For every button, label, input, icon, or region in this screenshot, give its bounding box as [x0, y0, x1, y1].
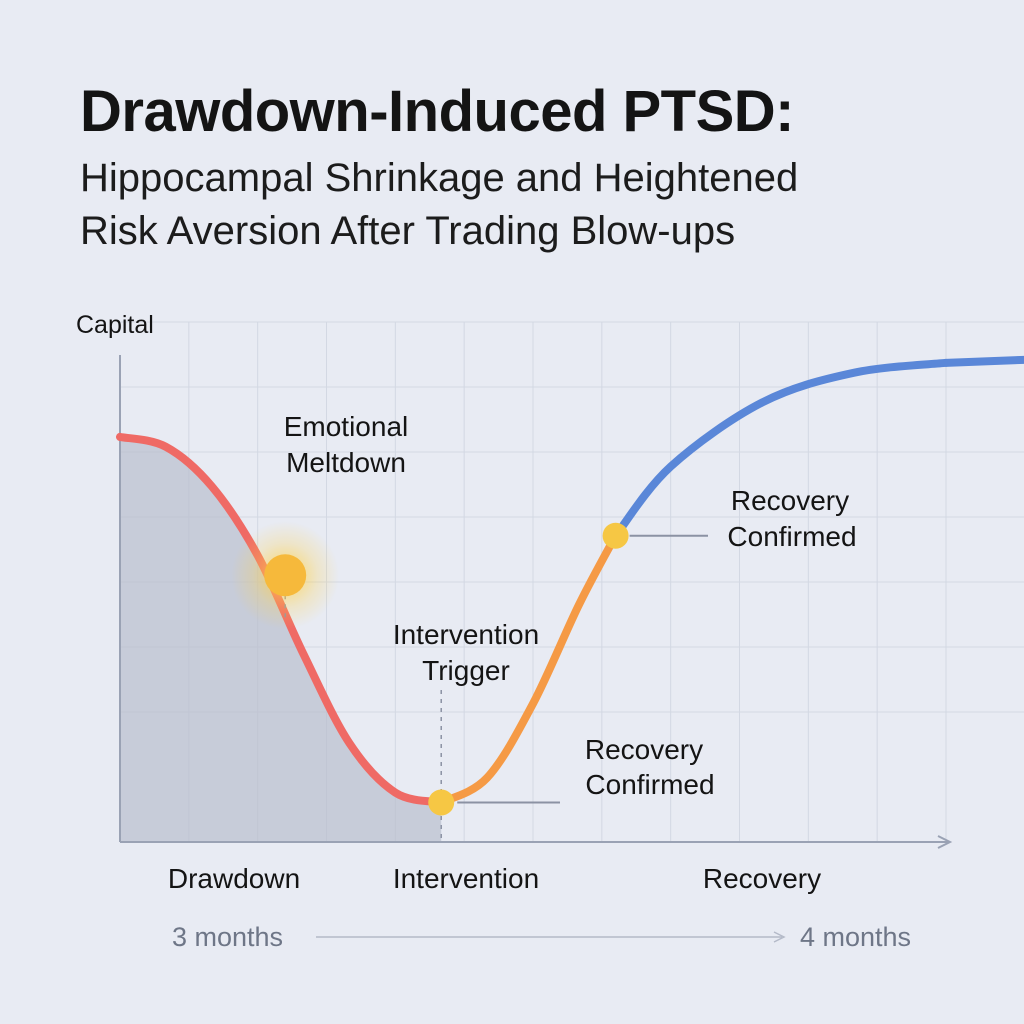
marker-dot-1	[428, 789, 455, 816]
phase-label-intervention: Intervention	[393, 863, 539, 894]
subtitle-line-2: Risk Aversion After Trading Blow-ups	[80, 209, 736, 253]
drawdown-shaded-area	[120, 436, 442, 842]
marker-label-intervention-1: Intervention	[393, 619, 539, 650]
series-line-2	[611, 358, 950, 540]
chart-title: Drawdown-Induced PTSD:	[80, 79, 795, 144]
marker-label-recovery-2: Confirmed	[727, 521, 856, 552]
annotation-recovery-2: Confirmed	[585, 769, 714, 800]
x-axis-arrowhead	[937, 835, 953, 849]
phase-label-drawdown: Drawdown	[168, 863, 300, 894]
marker-label-intervention-2: Trigger	[422, 655, 510, 686]
marker-dot-0	[264, 554, 307, 597]
duration-arrowhead	[773, 931, 786, 943]
marker-label-meltdown-1: Emotional	[284, 411, 409, 442]
subtitle-line-1: Hippocampal Shrinkage and Heightened	[80, 156, 799, 200]
chart-markers	[231, 521, 629, 816]
duration-end-label: 4 months	[800, 922, 911, 952]
phase-label-recovery: Recovery	[703, 863, 821, 894]
marker-label-meltdown-2: Meltdown	[286, 447, 406, 478]
chart-subtitle: Hippocampal Shrinkage and Heightened Ris…	[80, 152, 980, 258]
marker-label-recovery-1: Recovery	[731, 485, 849, 516]
series-line-extension	[942, 355, 1024, 367]
series-line-1	[437, 531, 620, 807]
y-axis-label: Capital	[76, 311, 154, 339]
duration-start-label: 3 months	[172, 922, 283, 952]
annotation-recovery-1: Recovery	[585, 734, 703, 765]
marker-dot-2	[602, 522, 629, 549]
